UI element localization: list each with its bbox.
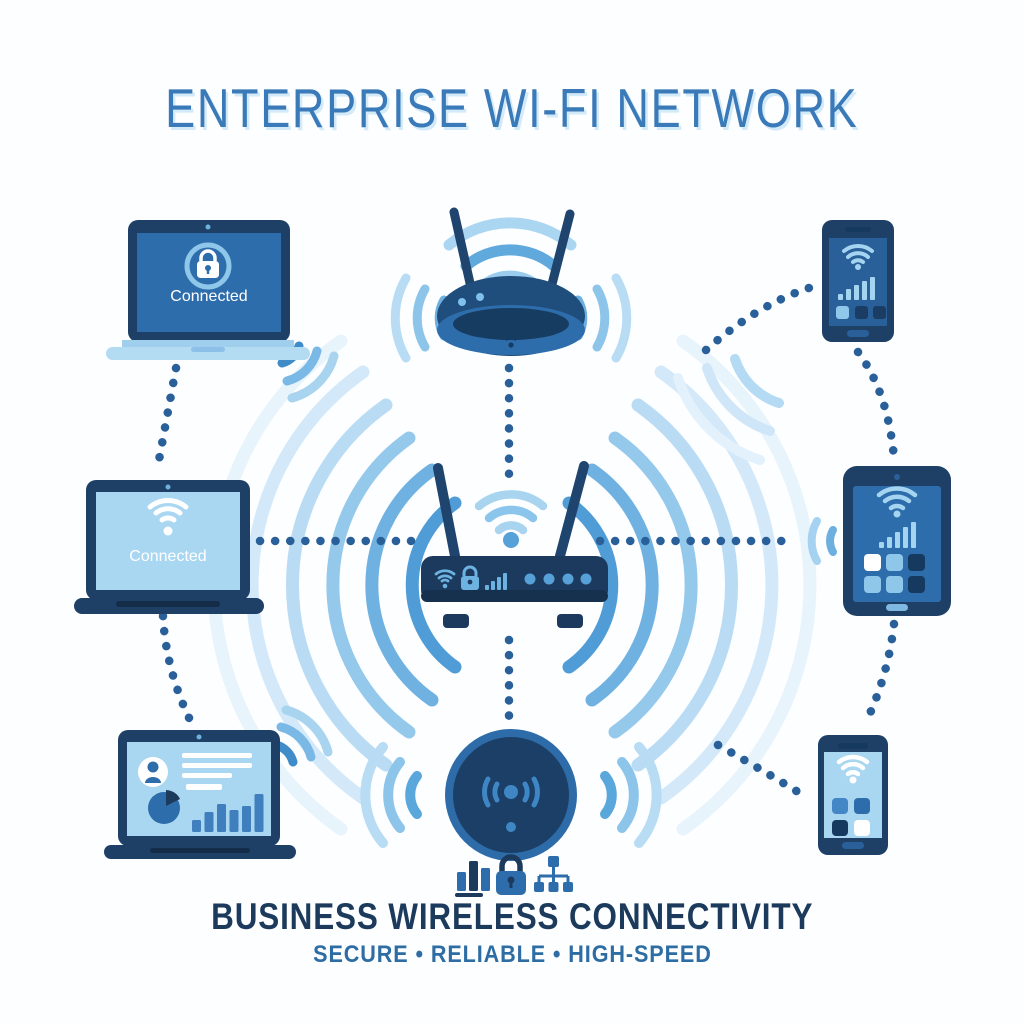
wifi-dot [855,264,861,270]
dotted-connector [861,619,899,727]
laptop-wifi-status-label: Connected [129,548,207,565]
bar-chart-icon [192,794,264,832]
pie-chart-icon [148,790,180,824]
broadcast-dot [504,785,518,799]
text-lines [182,753,252,790]
dotted-connector [853,347,899,463]
wifi-dot [163,526,173,536]
wifi-status-icon [434,569,456,583]
lock-badge-ring [184,242,232,290]
wifi-engraving-dot [508,342,514,348]
laptop-dashboard [104,730,296,859]
app-icons [836,306,886,319]
se-wave-cluster-icon [807,517,837,565]
keyboard-strip [116,601,220,607]
wifi-dot [893,510,901,518]
app-icons [832,798,870,836]
laptop-wifi [74,480,264,614]
dotted-connector [158,611,197,729]
wifi-status-dot [442,583,448,589]
dotted-connectors [154,282,899,802]
laptop-base [106,347,310,360]
smartphone-apps [818,735,888,855]
camera-dot [894,474,900,480]
camera-dot [196,734,202,740]
wifi-engraving-icon [497,323,525,341]
wifi-icon [876,486,918,511]
ap-led [458,298,466,306]
laptop-hinge [122,340,294,348]
dotted-connector [701,282,817,355]
lock-icon [197,249,219,278]
laptop-base-notch [191,347,225,352]
footer-heading: BUSINESS WIRELESS CONNECTIVITY [210,896,814,937]
wifi-icon [147,498,189,523]
router-body-shadow [421,590,608,602]
camera-dot [205,224,211,230]
signal-bars-icon [879,522,916,548]
keyboard-strip [150,848,250,853]
side-waves-icon [360,742,662,848]
speaker-slot [838,743,868,749]
wifi-waves-icon [474,490,548,535]
footer-tagline: SECURE • RELIABLE • HIGH-SPEED [312,941,712,968]
laptop-secure-status-label: Connected [170,288,248,305]
ne-wave-cluster-icon [673,354,784,465]
antenna-icon [433,461,589,561]
camera-dot [165,484,171,490]
signal-bars-icon [838,277,875,300]
dotted-connector [713,740,811,802]
wifi-dot [849,776,857,784]
home-button [847,330,869,337]
footer-lock-icon [496,854,526,895]
lock-status-icon [461,565,479,590]
wifi-icon [842,243,874,264]
footer-bar-chart-icon [455,861,490,897]
page-title: ENTERPRISE WI-FI NETWORK [165,77,859,139]
user-avatar [138,757,168,787]
signal-bars-icon [485,573,507,590]
tablet-device [843,466,951,616]
router-foot [443,614,469,628]
laptop-secure [106,220,310,360]
app-icons [864,554,925,593]
ap-bottom-dot [506,822,516,832]
speaker-slot [845,227,871,232]
ceiling-access-point [390,207,632,363]
home-button [886,604,908,611]
smartphone-signal [822,220,894,342]
router-foot [557,614,583,628]
dotted-connector [154,363,181,465]
ap-led [476,293,484,301]
wifi-dot [503,532,519,548]
router-leds [524,573,592,585]
wireless-router [421,461,608,628]
footer-network-tree-icon [534,856,573,892]
floor-access-point [360,729,662,861]
laptop-screen [137,233,281,332]
broadcast-icon [482,776,540,808]
home-button [842,842,864,849]
antenna-icon [449,207,575,297]
wifi-icon [836,754,870,777]
